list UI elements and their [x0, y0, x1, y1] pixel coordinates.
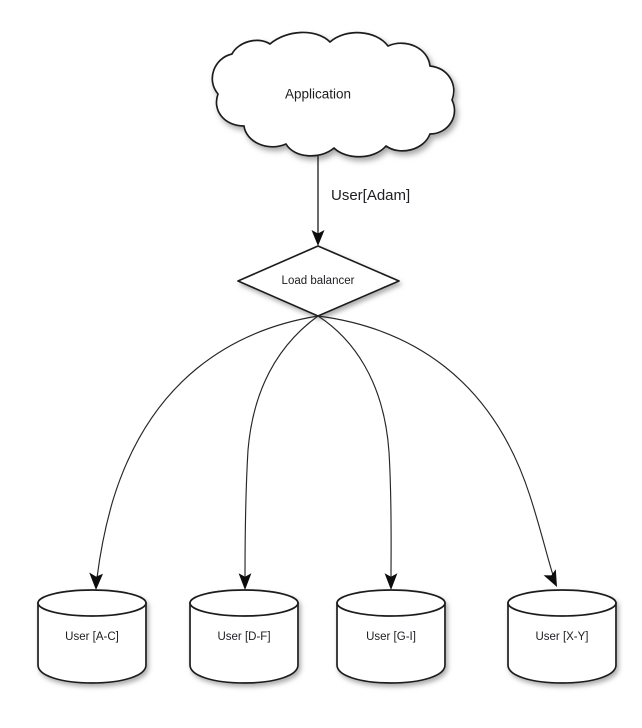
- db-df-label: User [D-F]: [217, 631, 270, 643]
- edge-lb-db-xy-curve: [317, 315, 554, 576]
- edge-lb-db-df-arrowhead: [238, 573, 252, 590]
- load-balancer-label: Load balancer: [282, 275, 355, 287]
- application-label: Application: [285, 87, 351, 102]
- db-ac-label: User [A-C]: [65, 631, 119, 643]
- edge-lb-db-gi-arrowhead: [384, 573, 398, 590]
- edge-lb-db-xy-arrowhead: [543, 569, 557, 587]
- node-db-ac[interactable]: User [A-C]: [37, 589, 147, 684]
- db-ac-body: [37, 602, 147, 684]
- edge-app-lb-arrowhead: [311, 230, 325, 246]
- edge-lb-to-db-ac[interactable]: [89, 315, 319, 590]
- edge-lb-to-db-df[interactable]: [238, 315, 319, 590]
- db-gi-label: User [G-I]: [366, 631, 416, 643]
- db-xy-body: [507, 602, 617, 684]
- db-xy-top: [507, 589, 617, 617]
- node-db-xy[interactable]: User [X-Y]: [507, 589, 617, 684]
- db-ac-top: [37, 589, 147, 617]
- node-load-balancer[interactable]: Load balancer: [237, 245, 400, 317]
- db-df-top: [189, 589, 299, 617]
- db-gi-body: [336, 602, 446, 684]
- node-application[interactable]: Application: [211, 31, 456, 158]
- edge-lb-to-db-xy[interactable]: [317, 315, 557, 587]
- edge-app-to-load-balancer[interactable]: [311, 156, 325, 246]
- node-db-df[interactable]: User [D-F]: [189, 589, 299, 684]
- edge-lb-to-db-gi[interactable]: [317, 315, 398, 590]
- cloud-shape: [211, 31, 456, 158]
- db-df-body: [189, 602, 299, 684]
- edge-lb-db-df-curve: [244, 315, 319, 579]
- db-xy-label: User [X-Y]: [535, 631, 588, 643]
- edge-lb-db-ac-arrowhead: [89, 572, 103, 590]
- edge-label-user-adam: User[Adam]: [331, 187, 410, 204]
- node-db-gi[interactable]: User [G-I]: [336, 589, 446, 684]
- edge-lb-db-gi-curve: [317, 315, 392, 579]
- edge-lb-db-ac-curve: [96, 315, 319, 579]
- db-gi-top: [336, 589, 446, 617]
